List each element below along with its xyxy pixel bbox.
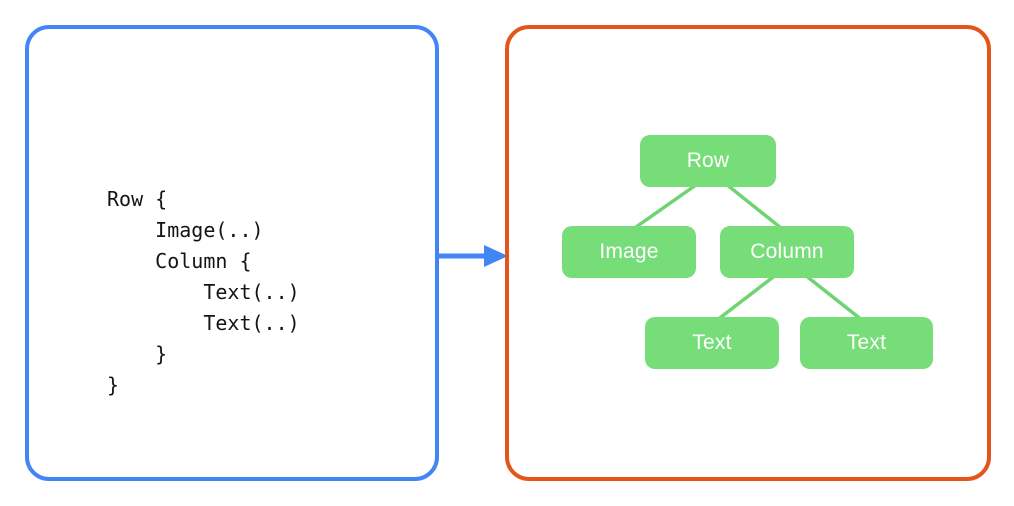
arrow-head xyxy=(484,245,508,267)
tree-node-column[interactable]: Column xyxy=(720,226,854,278)
edge-column-text1 xyxy=(710,269,783,326)
tree-node-image[interactable]: Image xyxy=(562,226,696,278)
flow-arrow xyxy=(436,245,508,267)
code-snippet: Row { Image(..) Column { Text(..) Text(.… xyxy=(107,187,300,397)
code-panel: Row { Image(..) Column { Text(..) Text(.… xyxy=(25,25,439,481)
edge-row-image xyxy=(627,178,705,234)
edge-row-column xyxy=(719,178,788,234)
tree-node-text-2[interactable]: Text xyxy=(800,317,933,369)
tree-node-text-1[interactable]: Text xyxy=(645,317,779,369)
tree-edges xyxy=(627,178,869,326)
tree-node-row[interactable]: Row xyxy=(640,135,776,187)
edge-column-text2 xyxy=(798,269,869,326)
